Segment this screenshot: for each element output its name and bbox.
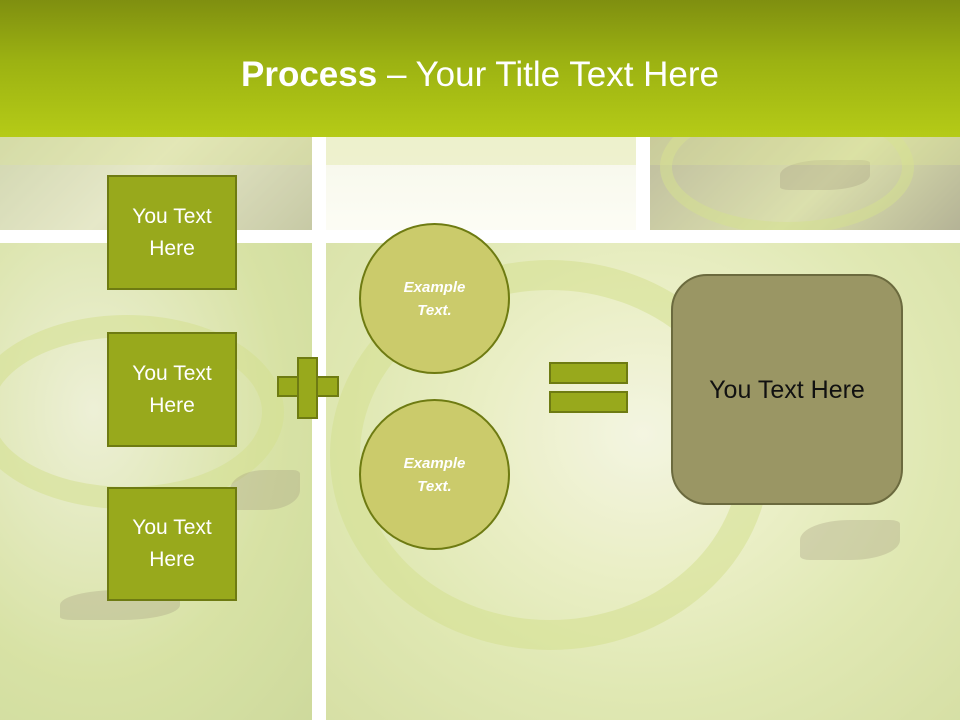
input-box-1[interactable]: You Text Here	[107, 175, 237, 290]
plus-center	[299, 378, 316, 395]
plus-icon	[277, 357, 339, 419]
tea-leaf-shape	[800, 520, 900, 560]
input-box-label: You Text Here	[132, 361, 212, 417]
tea-leaf-shape	[780, 160, 870, 190]
background-band	[0, 137, 960, 165]
input-box-label: You Text Here	[132, 204, 212, 260]
title-bar: Process – Your Title Text Here	[0, 0, 960, 137]
collage-divider	[0, 230, 960, 243]
equals-icon-bottom-bar	[549, 391, 628, 413]
result-box-label: You Text Here	[709, 375, 865, 404]
collage-divider	[636, 137, 650, 230]
example-circle-label: Example Text.	[403, 278, 466, 319]
background-photo-tile	[326, 137, 636, 230]
example-circle-1[interactable]: Example Text.	[359, 223, 510, 374]
example-circle-2[interactable]: Example Text.	[359, 399, 510, 550]
input-box-2[interactable]: You Text Here	[107, 332, 237, 447]
tea-leaf-shape	[230, 470, 300, 510]
title-bold: Process	[241, 55, 378, 94]
equals-icon-top-bar	[549, 362, 628, 384]
result-box[interactable]: You Text Here	[671, 274, 903, 505]
collage-divider	[312, 137, 326, 720]
title-rest: – Your Title Text Here	[377, 55, 719, 94]
slide-title[interactable]: Process – Your Title Text Here	[0, 52, 960, 98]
input-box-3[interactable]: You Text Here	[107, 487, 237, 601]
input-box-label: You Text Here	[132, 516, 212, 571]
example-circle-label: Example Text.	[403, 454, 466, 495]
